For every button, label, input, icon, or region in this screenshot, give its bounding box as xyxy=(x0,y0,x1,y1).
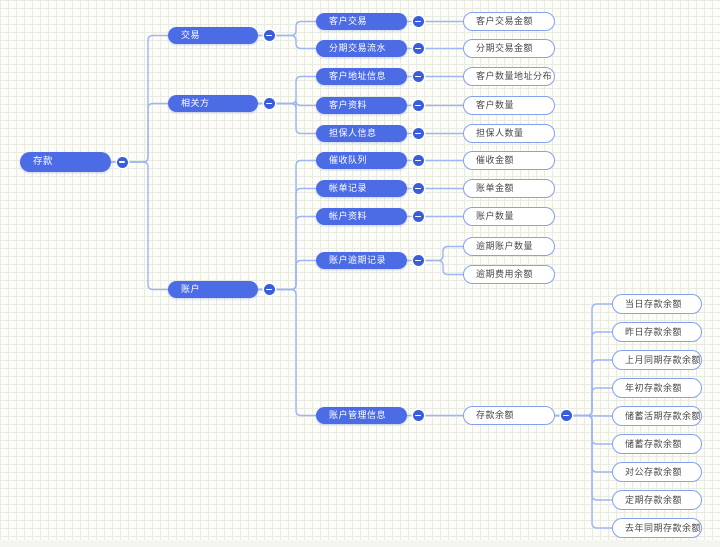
mindmap-node-account-overdue-record[interactable]: 账户逾期记录 xyxy=(316,252,407,269)
collapse-toggle-icon[interactable] xyxy=(412,43,424,54)
mindmap-node-customer-transaction[interactable]: 客户交易 xyxy=(316,13,407,30)
mindmap-node-year-start-balance[interactable]: 年初存款余额 xyxy=(612,378,702,398)
collapse-toggle-icon[interactable] xyxy=(412,71,424,82)
collapse-toggle-icon[interactable] xyxy=(412,128,424,139)
horizontal-scrollbar-track[interactable] xyxy=(0,540,720,547)
mindmap-node-today-balance[interactable]: 当日存款余额 xyxy=(612,294,702,314)
mindmap-node-account-mgmt-info[interactable]: 账户管理信息 xyxy=(316,407,407,424)
mindmap-node-account-count[interactable]: 账户数量 xyxy=(463,207,555,226)
mindmap-node-corporate-balance[interactable]: 对公存款余额 xyxy=(612,462,702,482)
collapse-toggle-icon[interactable] xyxy=(412,211,424,222)
mindmap-node-last-year-balance[interactable]: 去年同期存款余额 xyxy=(612,518,702,538)
mindmap-node-bill-amount[interactable]: 账单金额 xyxy=(463,179,555,198)
mindmap-node-installment-flow[interactable]: 分期交易流水 xyxy=(316,40,407,57)
collapse-toggle-icon[interactable] xyxy=(412,183,424,194)
mindmap-node-bill-record[interactable]: 帐单记录 xyxy=(316,180,407,197)
mindmap-node-customer-address-info[interactable]: 客户地址信息 xyxy=(316,68,407,85)
mindmap-node-guarantor-info[interactable]: 担保人信息 xyxy=(316,125,407,142)
collapse-toggle-icon[interactable] xyxy=(560,410,572,421)
collapse-toggle-icon[interactable] xyxy=(412,16,424,27)
mindmap-node-customer-txn-amount[interactable]: 客户交易金额 xyxy=(463,12,555,31)
mindmap-node-account-profile[interactable]: 帐户资料 xyxy=(316,208,407,225)
mindmap-node-deposit-balance[interactable]: 存款余额 xyxy=(463,406,555,425)
collapse-toggle-icon[interactable] xyxy=(412,410,424,421)
mindmap-node-customer-count[interactable]: 客户数量 xyxy=(463,96,555,115)
mindmap-node-account[interactable]: 账户 xyxy=(168,281,258,298)
collapse-toggle-icon[interactable] xyxy=(263,30,275,41)
mindmap-node-collection-amount[interactable]: 催收金额 xyxy=(463,151,555,170)
collapse-toggle-icon[interactable] xyxy=(116,156,128,168)
collapse-toggle-icon[interactable] xyxy=(263,284,275,295)
collapse-toggle-icon[interactable] xyxy=(412,255,424,266)
mindmap-node-customer-profile[interactable]: 客户资料 xyxy=(316,97,407,114)
mindmap-node-installment-txn-amount[interactable]: 分期交易金额 xyxy=(463,39,555,58)
mindmap-node-overdue-fee-balance[interactable]: 逾期费用余额 xyxy=(463,265,555,284)
collapse-toggle-icon[interactable] xyxy=(412,155,424,166)
mindmap-node-guarantor-count[interactable]: 担保人数量 xyxy=(463,124,555,143)
mindmap-node-deposit[interactable]: 存款 xyxy=(20,152,111,172)
mindmap-node-related-party[interactable]: 相关方 xyxy=(168,95,258,112)
mindmap-node-savings-balance[interactable]: 储蓄存款余额 xyxy=(612,434,702,454)
collapse-toggle-icon[interactable] xyxy=(412,100,424,111)
mindmap-node-collection-queue[interactable]: 催收队列 xyxy=(316,152,407,169)
mindmap-node-transaction[interactable]: 交易 xyxy=(168,27,258,44)
mindmap-node-savings-demand-balance[interactable]: 储蓄活期存款余额 xyxy=(612,406,702,426)
collapse-toggle-icon[interactable] xyxy=(263,98,275,109)
mindmap-node-customer-count-dist[interactable]: 客户数量地址分布 xyxy=(463,67,555,86)
mindmap-node-time-deposit-balance[interactable]: 定期存款余额 xyxy=(612,490,702,510)
mindmap-node-yesterday-balance[interactable]: 昨日存款余额 xyxy=(612,322,702,342)
mindmap-node-overdue-account-count[interactable]: 逾期账户数量 xyxy=(463,237,555,256)
mindmap-node-last-month-balance[interactable]: 上月同期存款余额 xyxy=(612,350,702,370)
